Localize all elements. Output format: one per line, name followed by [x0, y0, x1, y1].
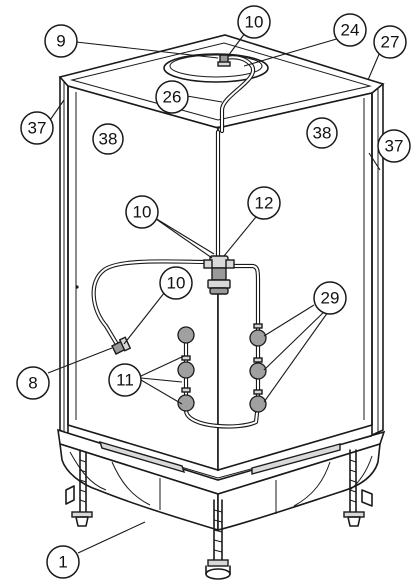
shower-tray: [57, 428, 386, 532]
svg-text:11: 11: [116, 371, 134, 390]
svg-text:10: 10: [245, 13, 264, 32]
legs: [65, 449, 373, 580]
callout-1: 1: [46, 545, 80, 579]
callout-8: 8: [16, 366, 50, 400]
svg-text:29: 29: [321, 289, 340, 308]
svg-text:27: 27: [381, 33, 400, 52]
callout-26: 26: [155, 80, 189, 114]
callout-24: 24: [333, 13, 367, 47]
roof-nozzle: [217, 54, 231, 67]
callout-27: 27: [373, 25, 407, 59]
callout-10-lower: 10: [159, 266, 193, 300]
svg-text:8: 8: [28, 374, 37, 393]
callout-38-left: 38: [92, 123, 124, 155]
svg-text:26: 26: [163, 88, 182, 107]
svg-text:1: 1: [58, 553, 67, 572]
callout-12: 12: [247, 186, 281, 220]
door-handle: [75, 285, 79, 289]
svg-text:9: 9: [56, 32, 65, 51]
svg-text:10: 10: [167, 274, 186, 293]
callout-38-right: 38: [306, 117, 338, 149]
svg-text:37: 37: [28, 119, 47, 138]
callout-10-top: 10: [237, 5, 271, 39]
callout-29: 29: [313, 281, 347, 315]
svg-text:24: 24: [341, 21, 360, 40]
mixer-valve: [203, 255, 235, 295]
piping: [91, 55, 261, 429]
callout-11: 11: [108, 363, 142, 397]
svg-text:10: 10: [133, 203, 152, 222]
callout-10-mid: 10: [125, 195, 159, 229]
svg-text:38: 38: [99, 130, 118, 149]
svg-text:12: 12: [255, 194, 274, 213]
massage-jets-left: [177, 326, 195, 412]
callout-37-left: 37: [20, 111, 54, 145]
svg-text:37: 37: [385, 137, 404, 156]
leader-lines: [47, 24, 381, 554]
svg-text:38: 38: [313, 124, 332, 143]
center-foot: [207, 559, 229, 567]
callout-37-right: 37: [377, 129, 411, 163]
massage-jets-right: [249, 323, 267, 413]
callout-9: 9: [44, 24, 78, 58]
right-profile: [371, 83, 384, 436]
